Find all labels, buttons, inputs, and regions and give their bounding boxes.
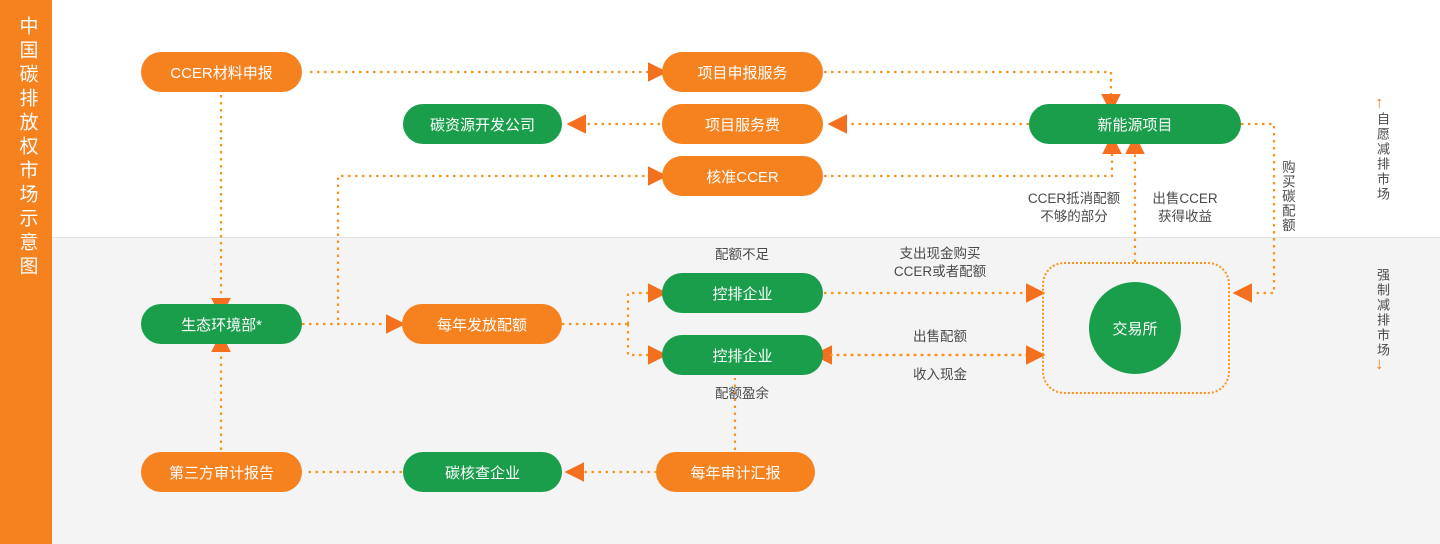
label-voluntary-market: 自愿减排市场	[1374, 112, 1390, 202]
node-project-declare-service[interactable]: 项目申报服务	[662, 52, 823, 92]
label-mandatory-market: 强制减排市场	[1374, 268, 1390, 358]
edge-annual-quota-to-enterprise-1	[626, 283, 668, 324]
node-annual-quota[interactable]: 每年发放配额	[402, 304, 562, 344]
mandatory-market-down-arrow-icon: ↓	[1375, 354, 1384, 373]
node-new-energy-project[interactable]: 新能源项目	[1029, 104, 1241, 144]
node-project-service-fee-label: 项目服务费	[704, 116, 780, 134]
label-ccer-offset: CCER抵消配额 不够的部分	[1027, 191, 1121, 225]
node-approved-ccer-label: 核准CCER	[706, 168, 779, 186]
node-carbon-verify-company-label: 碳核查企业	[444, 464, 520, 482]
edge-annual-quota-to-enterprise-2	[626, 324, 668, 365]
node-ccer-material[interactable]: CCER材料申报	[141, 52, 302, 92]
node-controlled-enterprise-1[interactable]: 控排企业	[662, 273, 823, 313]
sidebar-title-banner: 中国碳排放权市场示意图	[0, 0, 52, 544]
edge-approved-ccer-to-new-energy	[824, 134, 1122, 178]
edge-eco-ministry-to-approved-ccer	[336, 166, 668, 320]
node-controlled-enterprise-1-label: 控排企业	[712, 285, 773, 303]
node-controlled-enterprise-2[interactable]: 控排企业	[662, 335, 823, 375]
label-sell-quota: 出售配额	[913, 329, 967, 344]
label-sell-ccer: 出售CCER 获得收益	[1152, 191, 1218, 225]
exchange-boundary	[1042, 262, 1230, 394]
edge-new-energy-to-exchange-buy-quota	[1232, 122, 1276, 303]
label-pay-cash-buy: 支出现金购买 CCER或者配额	[893, 246, 987, 280]
node-carbon-dev-company-label: 碳资源开发公司	[429, 116, 535, 134]
label-quota-surplus: 配额盈余	[715, 386, 769, 401]
node-controlled-enterprise-2-label: 控排企业	[712, 347, 773, 365]
label-buy-carbon-quota: 购买碳配额	[1279, 160, 1295, 233]
node-carbon-dev-company[interactable]: 碳资源开发公司	[403, 104, 562, 144]
node-third-party-audit-label: 第三方审计报告	[168, 464, 274, 482]
node-annual-audit-report-label: 每年审计汇报	[690, 464, 781, 482]
node-new-energy-project-label: 新能源项目	[1097, 116, 1173, 134]
node-project-declare-service-label: 项目申报服务	[697, 64, 788, 82]
voluntary-market-up-arrow-icon: ↑	[1375, 93, 1384, 112]
label-quota-shortage: 配额不足	[715, 247, 769, 262]
node-approved-ccer[interactable]: 核准CCER	[662, 156, 823, 196]
node-carbon-verify-company[interactable]: 碳核查企业	[403, 452, 562, 492]
node-third-party-audit[interactable]: 第三方审计报告	[141, 452, 302, 492]
node-project-service-fee[interactable]: 项目服务费	[662, 104, 823, 144]
node-eco-ministry[interactable]: 生态环境部*	[141, 304, 302, 344]
node-exchange[interactable]: 交易所	[1089, 282, 1181, 374]
node-annual-quota-label: 每年发放配额	[436, 316, 527, 334]
node-exchange-label: 交易所	[1112, 320, 1158, 338]
node-ccer-material-label: CCER材料申报	[170, 64, 273, 82]
diagram-title: 中国碳排放权市场示意图	[16, 16, 38, 280]
node-annual-audit-report[interactable]: 每年审计汇报	[656, 452, 815, 492]
edge-declare-service-to-new-energy	[824, 70, 1121, 114]
label-receive-cash: 收入现金	[913, 367, 967, 382]
node-eco-ministry-label: 生态环境部*	[181, 316, 262, 334]
